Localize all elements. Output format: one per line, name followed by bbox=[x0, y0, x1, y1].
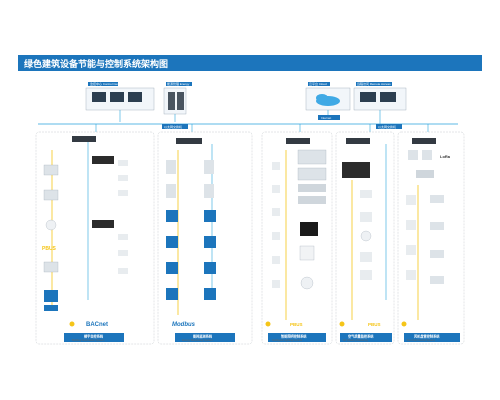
system-sub: Building Automation System bbox=[72, 338, 104, 342]
internet-label: Internet bbox=[321, 116, 331, 120]
pbus-logo: PBUS bbox=[290, 322, 303, 327]
panel-building-automation: PBUS BACnet 楼宇自控系统 Building Automation S… bbox=[35, 131, 155, 345]
system-label-bas bbox=[64, 333, 124, 342]
system-name: 能耗监测系统 bbox=[193, 334, 213, 339]
panel-air-quality: PBUS 空气质量监控系统 Air Quality Monitoring bbox=[335, 131, 395, 345]
system-label-air bbox=[340, 333, 392, 342]
page-title: 绿色建筑设备节能与控制系统架构图 bbox=[24, 59, 169, 69]
system-label-energy bbox=[175, 333, 235, 342]
top-node-energy: 能源管理 Energy bbox=[163, 81, 192, 115]
top-node-control-center: 监控中心 Control Center bbox=[85, 81, 155, 111]
system-label-fancoil bbox=[404, 333, 460, 342]
system-name: 风机盘管控制系统 bbox=[414, 334, 440, 339]
system-name: 空气质量监控系统 bbox=[348, 334, 374, 339]
system-sub: Energy Monitoring System bbox=[182, 338, 212, 342]
system-label-lighting bbox=[268, 333, 326, 342]
top-node-remote: 远程访问 Remote Access bbox=[353, 81, 407, 111]
panel-lighting-control: PBUS 智能照明控制系统 Intelligent Lighting Contr… bbox=[261, 131, 333, 345]
system-sub: Intelligent Lighting Control bbox=[272, 338, 302, 342]
top-node-label: 云平台 Cloud bbox=[309, 81, 327, 86]
system-sub: Fan Coil Control System bbox=[407, 338, 435, 342]
top-node-label: 能源管理 Energy bbox=[167, 81, 190, 86]
switch-label-left: 以太网交换机 bbox=[164, 124, 182, 129]
switch-label-right: 以太网交换机 bbox=[378, 124, 396, 129]
top-node-label: 远程访问 Remote Access bbox=[357, 81, 391, 86]
system-sub: Air Quality Monitoring bbox=[343, 338, 368, 342]
panel-fan-coil: LoRa 风机盘管控制系统 Fan Coil Control System bbox=[397, 131, 465, 345]
title-banner: 绿色建筑设备节能与控制系统架构图 bbox=[18, 55, 482, 71]
bacnet-logo: BACnet bbox=[86, 322, 108, 328]
system-name: 智能照明控制系统 bbox=[281, 334, 307, 339]
lora-logo: LoRa bbox=[440, 154, 451, 159]
pbus-logo: PBUS bbox=[368, 322, 381, 327]
panel-energy-monitoring: Modbus 能耗监测系统 Energy Monitoring System bbox=[157, 131, 253, 345]
pbus-logo: PBUS bbox=[42, 246, 57, 252]
top-node-label: 监控中心 Control Center bbox=[90, 81, 122, 86]
top-node-cloud: 云平台 Cloud bbox=[305, 81, 351, 111]
modbus-logo: Modbus bbox=[172, 322, 196, 328]
system-name: 楼宇自控系统 bbox=[84, 334, 104, 339]
